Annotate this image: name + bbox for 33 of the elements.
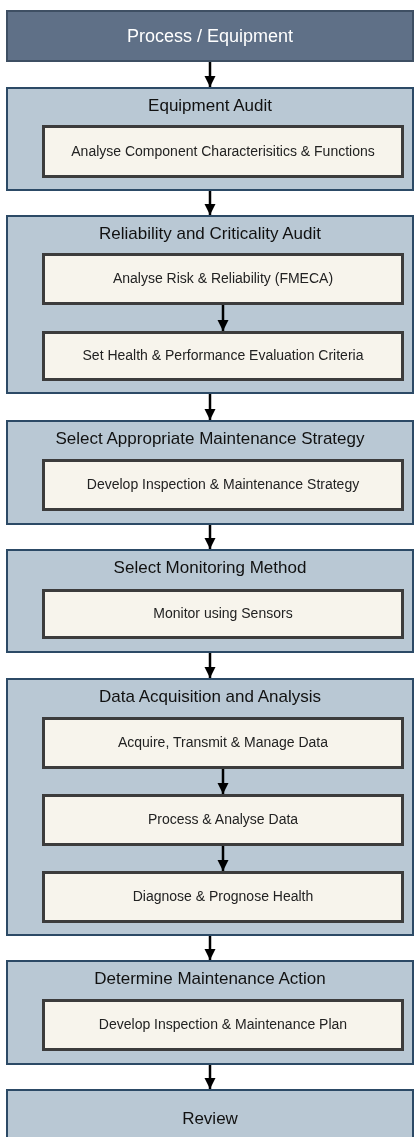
arrow bbox=[217, 846, 229, 871]
stage-panel bbox=[6, 215, 414, 394]
arrow bbox=[204, 936, 216, 960]
stage-panel bbox=[6, 960, 414, 1065]
start-box: Process / Equipment bbox=[6, 10, 414, 62]
arrow bbox=[217, 769, 229, 794]
stage-heading: Determine Maintenance Action bbox=[93, 969, 327, 989]
process-box: Diagnose & Prognose Health bbox=[42, 871, 404, 923]
process-box: Analyse Component Characterisitics & Functions bbox=[42, 125, 404, 178]
process-box: Develop Inspection & Maintenance Strategy bbox=[42, 459, 404, 511]
process-box: Set Health & Performance Evaluation Criteria bbox=[42, 331, 404, 381]
process-box: Monitor using Sensors bbox=[42, 589, 404, 639]
process-box: Acquire, Transmit & Manage Data bbox=[42, 717, 404, 769]
process-box: Process & Analyse Data bbox=[42, 794, 404, 846]
process-box: Develop Inspection & Maintenance Plan bbox=[42, 999, 404, 1051]
stage-heading: Select Monitoring Method bbox=[112, 558, 308, 578]
stage-panel bbox=[6, 678, 414, 936]
stage-panel bbox=[6, 420, 414, 525]
stage-panel bbox=[6, 549, 414, 653]
stage-heading: Equipment Audit bbox=[147, 96, 273, 116]
arrow bbox=[204, 394, 216, 420]
arrow bbox=[204, 191, 216, 215]
arrow bbox=[204, 653, 216, 678]
stage-heading: Select Appropriate Maintenance Strategy bbox=[54, 429, 366, 449]
stage-panel bbox=[6, 87, 414, 191]
arrow bbox=[204, 525, 216, 549]
stage-heading: Data Acquisition and Analysis bbox=[97, 687, 323, 707]
arrow bbox=[204, 62, 216, 87]
arrow bbox=[204, 1065, 216, 1089]
stage-heading: Reliability and Criticality Audit bbox=[97, 224, 322, 244]
stage-box: Review bbox=[6, 1089, 414, 1137]
process-box: Analyse Risk & Reliability (FMECA) bbox=[42, 253, 404, 305]
arrow bbox=[217, 305, 229, 331]
